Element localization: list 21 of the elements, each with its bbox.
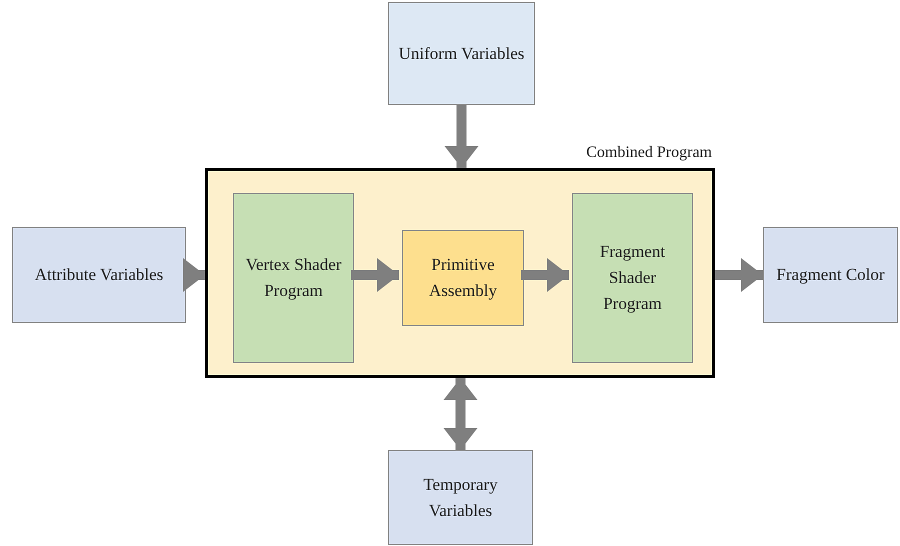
block-arrow <box>183 258 205 292</box>
block-arrow <box>351 258 399 292</box>
input-box <box>388 2 535 105</box>
input-box <box>12 227 186 323</box>
box-label: Fragment Color <box>775 264 886 286</box>
box-label: Temporary Variables <box>422 474 499 522</box>
process-box <box>402 230 524 326</box>
block-arrow <box>715 258 763 292</box>
container-title: Combined Program <box>586 143 712 163</box>
box-label: Vertex Shader Program <box>244 254 342 302</box>
block-arrow <box>444 378 478 450</box>
block-arrow <box>521 258 569 292</box>
box-label: Attribute Variables <box>34 264 164 286</box>
shader-box <box>572 193 693 363</box>
box-label: Uniform Variables <box>398 42 526 64</box>
output-box <box>763 227 898 323</box>
input-box <box>388 450 533 545</box>
block-arrow <box>444 105 478 168</box>
shader-box <box>233 193 354 363</box>
box-label: Primitive Assembly <box>428 254 498 302</box>
box-label: Fragment Shader Program <box>598 241 666 315</box>
